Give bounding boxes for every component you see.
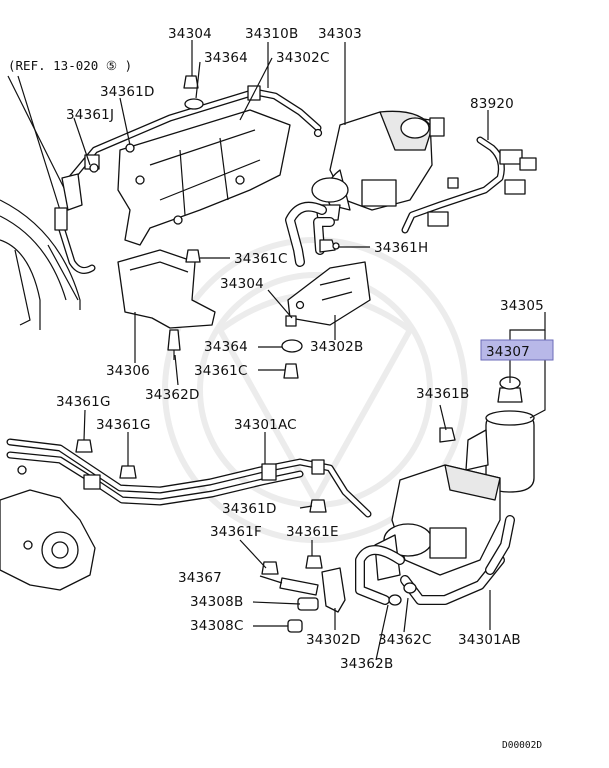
label-34304-top[interactable]: 34304	[168, 26, 212, 42]
part-labels: 34304 34310B 34303 34364 34302C 34361D 8…	[56, 26, 544, 672]
label-34302D[interactable]: 34302D	[306, 632, 361, 648]
label-34367[interactable]: 34367	[178, 570, 222, 586]
label-83920[interactable]: 83920	[470, 96, 514, 112]
label-34361G-right[interactable]: 34361G	[96, 417, 151, 433]
diagram-code: D00002D	[502, 740, 542, 751]
label-34310B[interactable]: 34310B	[245, 26, 298, 42]
pump-unit-lower	[374, 464, 501, 581]
harness-83920	[401, 117, 537, 234]
label-34304-mid[interactable]: 34304	[220, 276, 264, 292]
label-34302C[interactable]: 34302C	[276, 50, 330, 66]
label-34302B[interactable]: 34302B	[310, 339, 363, 355]
ref-note[interactable]: (REF. 13-020 ⑤ )	[8, 58, 132, 73]
label-34301AC[interactable]: 34301AC	[234, 417, 297, 433]
label-34362B[interactable]: 34362B	[340, 656, 393, 672]
label-34303[interactable]: 34303	[318, 26, 362, 42]
label-34306[interactable]: 34306	[106, 363, 150, 379]
small-parts-top	[125, 75, 323, 379]
label-34361C-top[interactable]: 34361C	[234, 251, 288, 267]
label-34362C[interactable]: 34362C	[378, 632, 432, 648]
label-34361G-left[interactable]: 34361G	[56, 394, 111, 410]
label-34361B[interactable]: 34361B	[416, 386, 469, 402]
reservoir-34305	[465, 376, 535, 493]
label-34361F[interactable]: 34361F	[210, 524, 262, 540]
label-34361H[interactable]: 34361H	[374, 240, 428, 256]
pipe-34301AC	[6, 438, 372, 518]
bracket-34302B	[287, 261, 371, 326]
label-34364-mid[interactable]: 34364	[204, 339, 248, 355]
vehicle-body-outline	[0, 199, 81, 330]
label-34301AB[interactable]: 34301AB	[458, 632, 521, 648]
label-34308B[interactable]: 34308B	[190, 594, 243, 610]
label-34361J[interactable]: 34361J	[66, 107, 114, 123]
label-34364-top[interactable]: 34364	[204, 50, 248, 66]
highlight-34307	[480, 339, 554, 361]
label-34308C[interactable]: 34308C	[190, 618, 244, 634]
gearbox-outline	[0, 465, 96, 591]
label-34305[interactable]: 34305	[500, 298, 544, 314]
brake-line-left	[54, 207, 96, 274]
bolt-34361H	[319, 239, 340, 253]
lower-hoses	[355, 515, 515, 606]
upper-bracket-34302C	[117, 109, 291, 246]
label-34361D-top[interactable]: 34361D	[100, 84, 155, 100]
bolts-left	[75, 427, 456, 513]
label-34361C-mid[interactable]: 34361C	[194, 363, 248, 379]
label-34361D-low[interactable]: 34361D	[222, 501, 277, 517]
ref-note-group: (REF. 13-020 ⑤ )	[7, 58, 132, 211]
label-34307[interactable]: 34307	[486, 344, 530, 360]
shield-34306	[117, 249, 216, 329]
pump-unit-34303	[311, 110, 433, 221]
small-parts-bottom	[261, 555, 346, 633]
bolt-34362D	[167, 329, 181, 360]
label-34362D[interactable]: 34362D	[145, 387, 200, 403]
pump-hoses	[285, 201, 335, 267]
leader-lines	[73, 40, 546, 661]
clip-34361J	[61, 163, 99, 211]
label-34361E[interactable]: 34361E	[286, 524, 339, 540]
